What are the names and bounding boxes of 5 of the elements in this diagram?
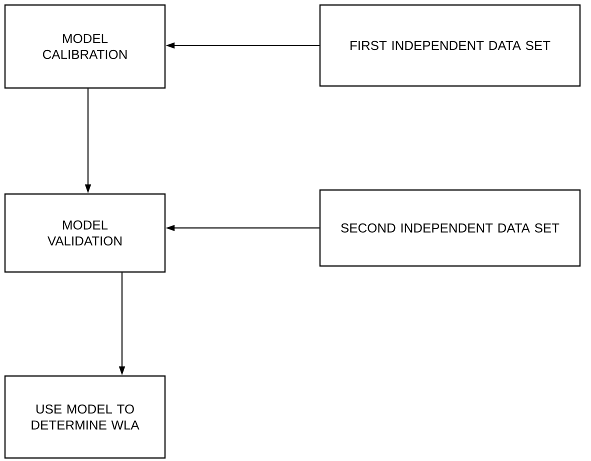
process-box: USE MODEL TO DETERMINE WLA: [4, 375, 166, 459]
process-box: SECOND INDEPENDENT DATA SET: [319, 189, 581, 267]
process-box: MODEL CALIBRATION: [4, 4, 166, 89]
process-box: MODEL VALIDATION: [4, 193, 166, 273]
process-box: FIRST INDEPENDENT DATA SET: [319, 4, 581, 87]
